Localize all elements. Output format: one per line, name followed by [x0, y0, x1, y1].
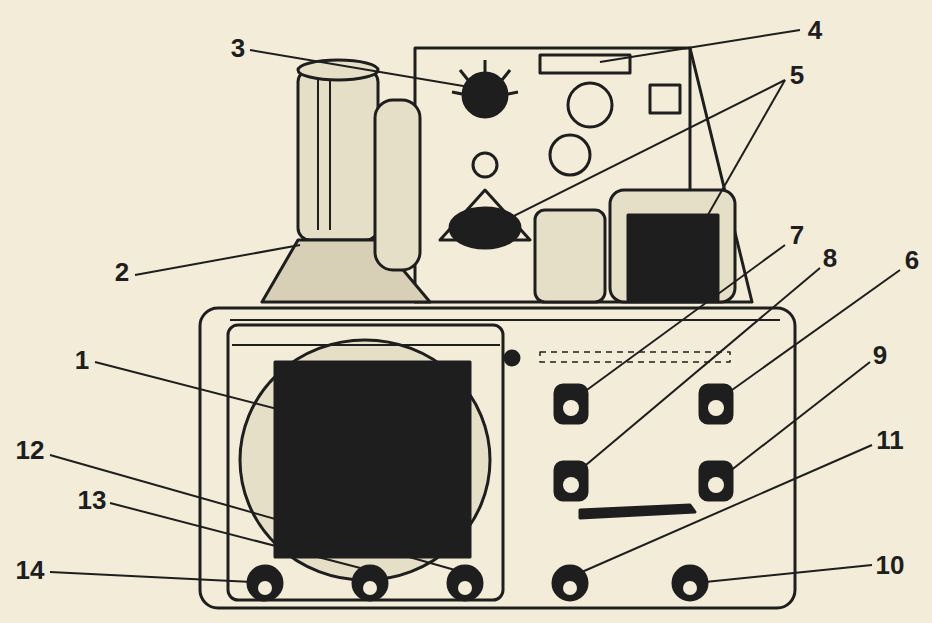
- panel-lettering: [540, 352, 730, 362]
- callout-number: 7: [790, 222, 804, 248]
- tube: [450, 208, 520, 248]
- grommet: [473, 153, 497, 177]
- knob-caps: [258, 400, 724, 595]
- callout-number: 13: [78, 487, 107, 513]
- callout-number: 1: [75, 347, 89, 373]
- callout-number: 2: [115, 259, 129, 285]
- callout-number: 11: [876, 427, 904, 453]
- callout-number: 12: [16, 437, 45, 463]
- crt-socket: [375, 100, 420, 270]
- tube: [550, 135, 590, 175]
- callout-number: 6: [905, 247, 919, 273]
- crt-shade: [329, 80, 331, 230]
- front-panel: [200, 308, 795, 608]
- crt-shield: [298, 70, 378, 240]
- callout-number: 4: [808, 17, 822, 43]
- switch-contacts: [452, 60, 518, 94]
- callout-number: 14: [16, 557, 45, 583]
- leader-lines: [50, 30, 900, 582]
- callout-number: 3: [231, 35, 245, 61]
- pilot-lamp: [505, 351, 519, 365]
- callout-number: 10: [876, 552, 905, 578]
- graticule-holder: [232, 344, 500, 346]
- terminal-strip: [540, 55, 630, 73]
- screen-bezel: [228, 325, 503, 600]
- panel-rim: [230, 319, 780, 321]
- rotary-switch: [463, 73, 507, 117]
- capacitor: [650, 85, 680, 113]
- transformer-core: [628, 215, 718, 300]
- callout-number: 5: [790, 62, 804, 88]
- knobs: [248, 385, 732, 600]
- callout-number: 9: [873, 342, 887, 368]
- transformer: [610, 190, 735, 302]
- callout-number: 8: [823, 245, 837, 271]
- tube: [568, 83, 612, 127]
- tube: [535, 210, 605, 302]
- crt-shade: [317, 80, 319, 230]
